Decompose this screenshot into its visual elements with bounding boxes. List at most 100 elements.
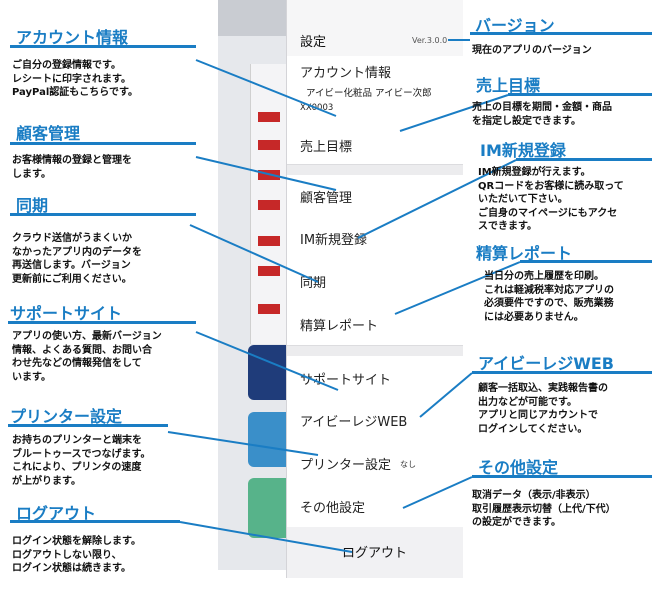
annotation-title-settlement-report: 精算レポート bbox=[476, 244, 573, 263]
menu-item-settlement-report[interactable]: 精算レポート bbox=[287, 302, 463, 346]
annotation-title-support-site: サポートサイト bbox=[10, 304, 123, 323]
leader-line bbox=[399, 94, 509, 132]
annotation-line: 更新前にご利用ください。 bbox=[12, 273, 132, 285]
leader-line bbox=[179, 521, 353, 553]
annotation-underline bbox=[10, 142, 196, 145]
annotation-line: お客様情報の登録と管理を bbox=[12, 155, 132, 166]
annotation-desc-sync: クラウド送信がうまくいか なかったアプリ内のデータを 再送信します。バージョン … bbox=[12, 232, 142, 286]
status-badge bbox=[258, 266, 280, 276]
annotation-line: PayPal認証もこちらです。 bbox=[12, 87, 138, 98]
menu-item-sales-target[interactable]: 売上目標 bbox=[287, 122, 463, 165]
annotation-line: ログイン状態は続きます。 bbox=[12, 563, 131, 574]
printer-status-value: なし bbox=[400, 460, 416, 469]
annotation-line: レシートに印字されます。 bbox=[12, 73, 131, 85]
annotation-underline bbox=[508, 93, 652, 96]
annotation-underline bbox=[470, 32, 652, 35]
annotation-title-other-settings: その他設定 bbox=[478, 458, 559, 477]
annotation-desc-settlement-report: 当日分の売上履歴を印刷。 これは軽減税率対応アプリの 必須要件ですので、販売業務… bbox=[484, 270, 614, 324]
menu-item-ivy-regi-web[interactable]: アイビーレジWEB bbox=[287, 398, 463, 442]
annotation-underline bbox=[10, 520, 180, 523]
annotation-line: 取引履歴表示切替（上代/下代） bbox=[472, 503, 616, 515]
menu-item-customer-management[interactable]: 顧客管理 bbox=[287, 175, 463, 218]
annotation-title-version: バージョン bbox=[475, 16, 555, 35]
logout-label: ログアウト bbox=[342, 546, 408, 561]
settings-menu: 設定 Ver.3.0.0 アカウント情報 アイビー化粧品 アイビー次郎 XX00… bbox=[286, 0, 463, 578]
menu-item-label: 同期 bbox=[300, 276, 327, 291]
annotation-line: 出力などが可能です。 bbox=[478, 396, 577, 408]
status-badge bbox=[258, 140, 280, 150]
annotation-line: クラウド送信がうまくいか bbox=[12, 233, 132, 244]
annotation-title-logout: ログアウト bbox=[16, 504, 97, 523]
status-badge bbox=[258, 304, 280, 314]
section-divider bbox=[287, 346, 463, 356]
logout-button[interactable]: ログアウト bbox=[287, 527, 463, 578]
annotation-line: を指定し設定できます。 bbox=[472, 115, 581, 127]
annotation-line: ログインしてください。 bbox=[478, 423, 588, 435]
annotation-line: 必須要件ですので、販売業務 bbox=[484, 298, 614, 309]
annotation-line: 顧客一括取込、実践報告書の bbox=[478, 383, 608, 394]
leader-line bbox=[195, 59, 337, 117]
annotation-line: 現在のアプリのバージョン bbox=[472, 45, 592, 56]
annotation-line: の設定ができます。 bbox=[472, 517, 561, 528]
leader-line bbox=[357, 159, 517, 239]
annotation-underline bbox=[10, 45, 196, 48]
annotation-title-printer-settings: プリンター設定 bbox=[10, 407, 123, 426]
account-info-item[interactable]: アカウント情報 アイビー化粧品 アイビー次郎 XX0003 bbox=[287, 56, 463, 123]
annotation-line: ログイン状態を解除します。 bbox=[12, 536, 141, 547]
leader-line bbox=[167, 431, 319, 456]
annotation-underline bbox=[8, 424, 168, 427]
menu-item-label: プリンター設定 bbox=[300, 458, 392, 473]
annotation-title-account-info: アカウント情報 bbox=[16, 28, 129, 47]
menu-item-printer-settings[interactable]: プリンター設定 なし bbox=[287, 441, 463, 485]
status-badge bbox=[258, 112, 280, 122]
leader-line bbox=[394, 261, 521, 315]
version-label: Ver.3.0.0 bbox=[412, 36, 448, 45]
background-app-header bbox=[218, 0, 293, 36]
background-tile bbox=[248, 345, 293, 400]
annotation-line: が上がります。 bbox=[12, 475, 81, 487]
menu-item-label: 顧客管理 bbox=[300, 191, 353, 206]
annotation-line: アプリの使い方、最新バージョン bbox=[12, 331, 162, 342]
annotation-line: には必要ありません。 bbox=[484, 311, 584, 323]
annotation-underline bbox=[516, 158, 652, 161]
annotation-desc-support-site: アプリの使い方、最新バージョン 情報、よくある質問、お問い合 わせ先などの情報発… bbox=[12, 330, 162, 384]
annotation-underline bbox=[8, 321, 196, 324]
annotation-line: なかったアプリ内のデータを bbox=[12, 246, 142, 258]
annotation-underline bbox=[520, 260, 652, 263]
annotation-line: これは軽減税率対応アプリの bbox=[484, 284, 614, 296]
section-divider bbox=[287, 165, 463, 175]
annotation-line: ご自身のマイページにもアクセ bbox=[478, 207, 618, 219]
annotation-title-customer-management: 顧客管理 bbox=[16, 124, 81, 143]
menu-item-label: 精算レポート bbox=[300, 319, 379, 334]
menu-item-im-registration[interactable]: IM新規登録 bbox=[287, 217, 463, 261]
annotation-line: 取消データ（表示/非表示） bbox=[472, 490, 596, 501]
annotation-line: スできます。 bbox=[478, 221, 537, 232]
annotation-line: お持ちのプリンターと端末を bbox=[12, 435, 142, 446]
account-info-title: アカウント情報 bbox=[300, 66, 392, 81]
annotation-title-sync: 同期 bbox=[16, 196, 49, 215]
annotation-desc-version: 現在のアプリのバージョン bbox=[472, 44, 592, 58]
annotation-desc-sales-target: 売上の目標を期間・金額・商品 を指定し設定できます。 bbox=[472, 101, 612, 128]
leader-line bbox=[419, 372, 473, 418]
annotation-line: ご自分の登録情報です。 bbox=[12, 60, 121, 71]
leader-line bbox=[195, 156, 337, 191]
leader-line bbox=[189, 224, 319, 283]
annotation-desc-customer-management: お客様情報の登録と管理を します。 bbox=[12, 154, 132, 181]
background-app-screen bbox=[218, 0, 293, 570]
annotation-line: ブルートゥースでつなげます。 bbox=[12, 448, 151, 460]
annotation-line: いただいて下さい。 bbox=[478, 194, 568, 205]
annotation-line: IM新規登録が行えます。 bbox=[478, 167, 591, 178]
menu-item-other-settings[interactable]: その他設定 bbox=[287, 484, 463, 528]
annotation-title-im-registration: IM新規登録 bbox=[480, 141, 566, 160]
menu-item-label: 売上目標 bbox=[300, 140, 353, 155]
leader-line bbox=[402, 476, 473, 509]
annotation-line: わせ先などの情報発信をして bbox=[12, 358, 142, 369]
annotation-line: これにより、プリンタの速度 bbox=[12, 462, 142, 473]
status-badge bbox=[258, 200, 280, 210]
annotation-desc-logout: ログイン状態を解除します。 ログアウトしない限り、 ログイン状態は続きます。 bbox=[12, 535, 141, 576]
annotation-line: します。 bbox=[12, 168, 51, 180]
menu-header: 設定 Ver.3.0.0 bbox=[287, 0, 463, 56]
menu-item-label: アイビーレジWEB bbox=[300, 415, 408, 430]
menu-item-label: IM新規登録 bbox=[300, 233, 368, 248]
